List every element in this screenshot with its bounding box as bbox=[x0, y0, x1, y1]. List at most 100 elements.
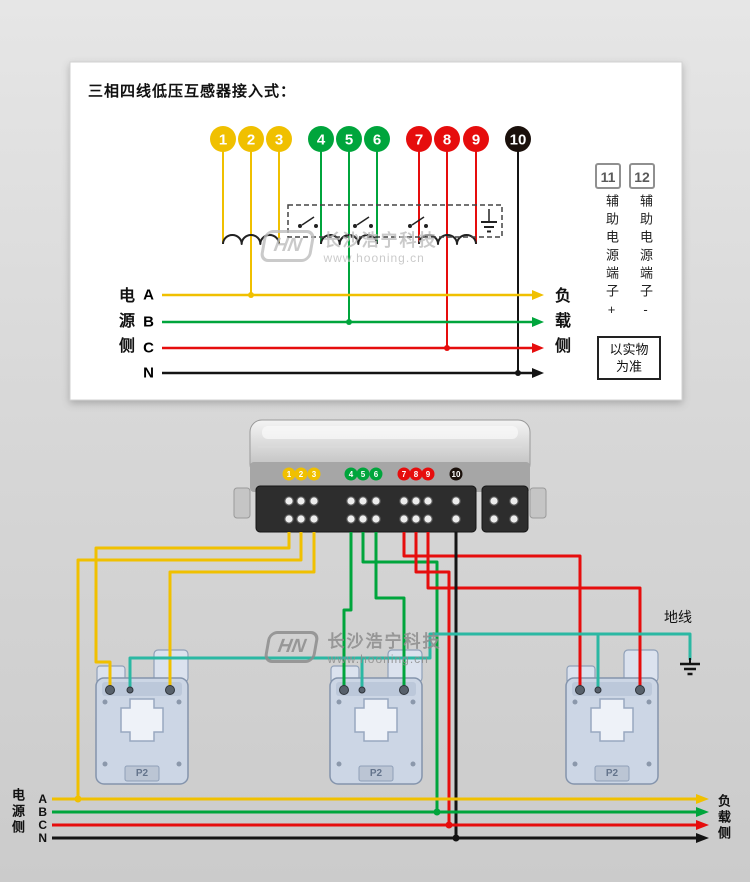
aux-terminal-11: 11 bbox=[595, 163, 621, 189]
svg-text:8: 8 bbox=[443, 132, 451, 149]
svg-text:5: 5 bbox=[345, 132, 353, 149]
schematic-line-b bbox=[162, 317, 544, 327]
phase-c-label-top: C bbox=[143, 340, 154, 357]
earth-symbol-schematic bbox=[481, 209, 497, 233]
schematic-panel: A B C N 1 2 3 4 5 6 7 8 9 10 11 12 bbox=[69, 61, 683, 401]
svg-text:7: 7 bbox=[415, 132, 423, 149]
load-side-label-bottom: 负载侧 bbox=[716, 794, 731, 842]
current-coil-symbols bbox=[222, 234, 477, 245]
terminal-10: 10 bbox=[505, 126, 531, 152]
svg-text:8: 8 bbox=[414, 470, 419, 479]
bottom-terminal-chip-8: 8 bbox=[409, 467, 423, 481]
terminal-9: 9 bbox=[463, 126, 489, 152]
schematic-phase-c-wires bbox=[418, 151, 477, 348]
bottom-terminal-chip-9: 9 bbox=[421, 467, 435, 481]
ct-3: P2 bbox=[565, 649, 659, 785]
terminal-1: 1 bbox=[210, 126, 236, 152]
link-symbol-3 bbox=[408, 216, 428, 228]
meter-dashed-outline bbox=[287, 204, 503, 238]
watermark-company: 长沙浩宁科技 bbox=[327, 632, 442, 651]
phase-b-label-bottom: B bbox=[38, 805, 47, 819]
aux-power-label-plus: 辅助电源端子+ bbox=[604, 194, 619, 322]
svg-text:3: 3 bbox=[312, 470, 317, 479]
phase-b-label-top: B bbox=[143, 314, 154, 331]
phase-a-label-bottom: A bbox=[38, 792, 47, 806]
watermark-company: 长沙浩宁科技 bbox=[323, 231, 438, 250]
ground-label: 地线 bbox=[664, 609, 692, 625]
schematic-line-c bbox=[162, 343, 544, 353]
svg-text:11: 11 bbox=[601, 169, 616, 185]
source-side-label-top: 电源侧 bbox=[116, 287, 133, 362]
ct2-label: P2 bbox=[370, 768, 383, 779]
schematic-phase-a-wires bbox=[222, 151, 280, 295]
link-symbol-2 bbox=[353, 216, 373, 228]
meter-terminal-screws bbox=[284, 496, 519, 524]
aux-terminal-12: 12 bbox=[629, 163, 655, 189]
main-terminal-block bbox=[255, 485, 477, 533]
link-symbol-1 bbox=[298, 216, 318, 228]
bottom-terminal-chip-1: 1 bbox=[282, 467, 296, 481]
schematic-phase-b-wires bbox=[320, 151, 378, 322]
bottom-terminal-chip-5: 5 bbox=[356, 467, 370, 481]
svg-text:2: 2 bbox=[247, 132, 255, 149]
svg-text:6: 6 bbox=[373, 132, 381, 149]
ct-2: P2 bbox=[329, 649, 423, 785]
ct3-label: P2 bbox=[606, 768, 619, 779]
load-side-label-top: 负载侧 bbox=[552, 287, 569, 362]
ct1-label: P2 bbox=[136, 768, 149, 779]
bottom-terminal-chip-7: 7 bbox=[397, 467, 411, 481]
phase-c-ct-wires bbox=[402, 532, 642, 825]
bottom-terminal-chip-6: 6 bbox=[369, 467, 383, 481]
aux-terminal-block bbox=[481, 485, 529, 533]
ground-symbol bbox=[680, 658, 700, 676]
ct-secondary-screws bbox=[105, 685, 645, 695]
svg-text:9: 9 bbox=[472, 132, 480, 149]
svg-text:5: 5 bbox=[361, 470, 366, 479]
phase-b-ct-wires bbox=[342, 532, 439, 812]
watermark-logo-icon: HN bbox=[259, 229, 317, 262]
phase-n-label-bottom: N bbox=[38, 831, 47, 845]
bottom-terminal-chip-10: 10 bbox=[449, 467, 463, 481]
watermark-top: HN 长沙浩宁科技 www.hooning.cn bbox=[259, 226, 438, 265]
bottom-line-a bbox=[52, 794, 709, 804]
terminal-4: 4 bbox=[308, 126, 334, 152]
meter-left-ear bbox=[233, 487, 251, 519]
svg-text:3: 3 bbox=[275, 132, 283, 149]
terminal-5: 5 bbox=[336, 126, 362, 152]
svg-text:1: 1 bbox=[219, 132, 227, 149]
note-box: 以实物 为准 bbox=[597, 336, 661, 380]
terminal-7: 7 bbox=[406, 126, 432, 152]
phase-a-ct-wires bbox=[76, 532, 316, 799]
svg-text:10: 10 bbox=[510, 132, 527, 149]
svg-text:10: 10 bbox=[452, 470, 461, 479]
meter-right-ear bbox=[529, 487, 547, 519]
svg-text:12: 12 bbox=[634, 169, 650, 185]
bottom-terminal-chip-3: 3 bbox=[307, 467, 321, 481]
watermark-website: www.hooning.cn bbox=[323, 251, 425, 265]
svg-text:6: 6 bbox=[374, 470, 379, 479]
bottom-line-n bbox=[52, 833, 709, 843]
source-side-label-bottom: 电源侧 bbox=[10, 788, 25, 836]
svg-text:2: 2 bbox=[299, 470, 304, 479]
watermark-bottom: HN 长沙浩宁科技 www.hooning.cn bbox=[263, 627, 442, 666]
svg-text:9: 9 bbox=[426, 470, 431, 479]
terminal-3: 3 bbox=[266, 126, 292, 152]
schematic-line-n bbox=[162, 368, 544, 378]
secondary-common-ground-wires bbox=[128, 632, 692, 692]
watermark-website: www.hooning.cn bbox=[327, 652, 429, 666]
terminal-8: 8 bbox=[434, 126, 460, 152]
watermark-logo-icon: HN bbox=[263, 630, 321, 663]
svg-text:4: 4 bbox=[317, 132, 326, 149]
aux-power-label-minus: 辅助电源端子- bbox=[638, 194, 653, 322]
bottom-terminal-chip-2: 2 bbox=[294, 467, 308, 481]
bottom-line-b bbox=[52, 807, 709, 817]
terminal-6: 6 bbox=[364, 126, 390, 152]
phase-n-label-top: N bbox=[143, 365, 154, 382]
svg-text:7: 7 bbox=[402, 470, 407, 479]
meter-body bbox=[233, 419, 547, 533]
svg-text:4: 4 bbox=[349, 470, 354, 479]
terminal-2: 2 bbox=[238, 126, 264, 152]
bottom-line-c bbox=[52, 820, 709, 830]
